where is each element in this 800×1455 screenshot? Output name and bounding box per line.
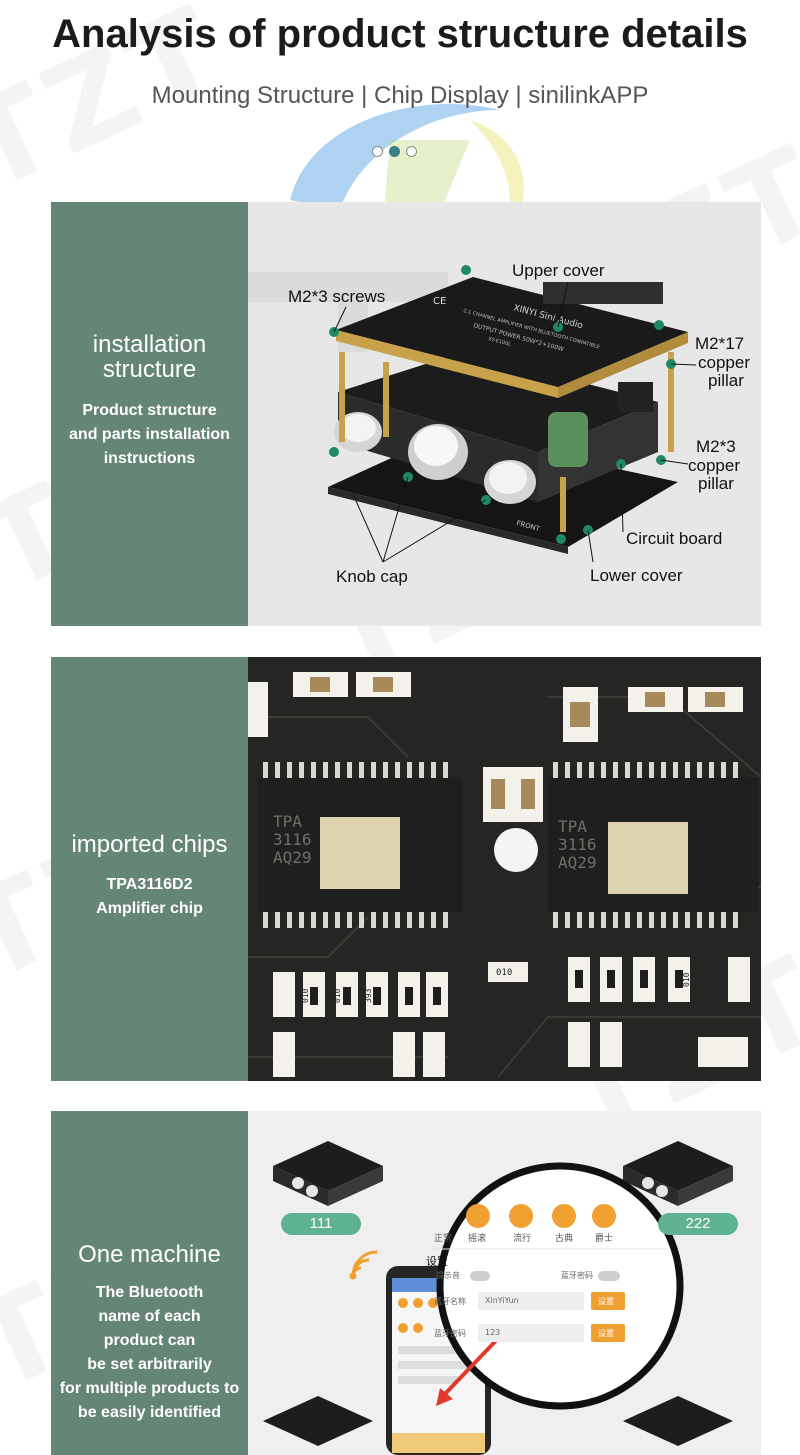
- chips-desc-line1: TPA3116D2: [106, 876, 193, 893]
- resistor-label-5: 010: [682, 972, 691, 987]
- bt-name-field[interactable]: [478, 1292, 584, 1310]
- knob-cap-left: [334, 412, 382, 452]
- carousel-dot-active[interactable]: [389, 146, 400, 157]
- page-subtitle: Mounting Structure | Chip Display | sini…: [151, 82, 649, 109]
- installation-section: installation structure Product structure…: [51, 202, 761, 626]
- bt-password-toggle[interactable]: [598, 1271, 620, 1281]
- label-pillar17-line1: M2*17: [695, 334, 745, 353]
- app-desc-line4: be set arbitrarily: [87, 1356, 212, 1373]
- chips-desc-line2: Amplifier chip: [96, 900, 203, 917]
- exploded-board-illustration: XINYI Sini Audio 2.1 CHANNEL AMPLIFIER W…: [248, 265, 697, 563]
- eq-mode-icons: [466, 1204, 616, 1228]
- resistor-label-2: 010: [333, 988, 342, 1003]
- chip-right-line2: 3116: [558, 835, 597, 854]
- resistor-label-3: 393: [364, 988, 373, 1003]
- wireless-signal-icon: [349, 1250, 378, 1280]
- device-label-111: 111: [281, 1213, 361, 1235]
- label-pillar3-line2: copper: [688, 456, 740, 475]
- label-pillar17-line2: copper: [698, 353, 750, 372]
- label-circuit-board: Circuit board: [626, 529, 723, 548]
- set-button-1[interactable]: [591, 1292, 625, 1310]
- page-header: Analysis of product structure details Mo…: [0, 0, 800, 260]
- label-pillar3-line1: M2*3: [696, 437, 736, 456]
- set-button-2[interactable]: [591, 1324, 625, 1342]
- app-desc-line1: The Bluetooth: [95, 1284, 204, 1301]
- mode-label-jazz: 爵士: [595, 1234, 614, 1244]
- chip-closeup-photo: TPA 3116 AQ29 TPA: [248, 657, 761, 1081]
- set-button-1-label[interactable]: 设置: [598, 1297, 614, 1306]
- app-illustration: 正常 摇滚 流行 古典 爵士 设置 提示音 蓝牙密码 蓝牙名称 XinYiYun…: [248, 1111, 761, 1455]
- page-title: Analysis of product structure details: [52, 12, 748, 56]
- installation-desc-line1: Product structure: [82, 402, 217, 419]
- chip-left-line2: 3116: [273, 830, 312, 849]
- chip-left-line1: TPA: [273, 812, 302, 831]
- knob-cap-right: [484, 460, 536, 504]
- amplifier-device-111: [273, 1141, 383, 1206]
- capacitor: [548, 412, 588, 467]
- board-model-text: XY-E100L: [487, 336, 511, 348]
- mode-label-rock: 摇滚: [468, 1234, 487, 1244]
- resistor-label-1: 010: [301, 988, 310, 1003]
- label-pillar3-line3: pillar: [698, 474, 734, 493]
- chip-right-line1: TPA: [558, 817, 587, 836]
- device-label-222: 222: [658, 1213, 738, 1235]
- installation-desc-line2: and parts installation: [69, 426, 230, 443]
- board-ce-text: CE: [433, 296, 446, 307]
- carousel-dot[interactable]: [406, 146, 417, 157]
- set-button-2-label[interactable]: 设置: [598, 1329, 614, 1338]
- mode-label-pop: 流行: [513, 1234, 532, 1244]
- magnifier-lens: [436, 1162, 684, 1410]
- carousel-dot[interactable]: [372, 146, 383, 157]
- exploded-view-diagram: XINYI Sini Audio 2.1 CHANNEL AMPLIFIER W…: [248, 202, 761, 626]
- prompt-tone-label: 提示音: [436, 1271, 460, 1280]
- chips-title: imported chips: [71, 831, 228, 858]
- bt-name-label: 蓝牙名称: [434, 1297, 466, 1306]
- label-screws: M2*3 screws: [288, 287, 386, 306]
- mode-label-classical: 古典: [555, 1234, 574, 1244]
- bt-password-field[interactable]: [478, 1324, 584, 1342]
- installation-title-line1: installation: [92, 331, 207, 358]
- devices-and-phone-illustration: [263, 1141, 733, 1455]
- tpa3116-chip-left: TPA 3116 AQ29: [258, 762, 463, 928]
- pwd-value: 123: [485, 1328, 501, 1337]
- mode-label-normal: 正常: [434, 1234, 453, 1244]
- bt-name-value: XinYiYun: [485, 1296, 519, 1305]
- carousel-indicator: [372, 146, 417, 157]
- pwd-label: 蓝牙密码: [434, 1329, 466, 1338]
- app-title: One machine: [78, 1241, 221, 1268]
- label-knob-cap: Knob cap: [336, 567, 408, 586]
- app-panel: One machine The Bluetooth name of each p…: [51, 1111, 248, 1455]
- chips-panel: imported chips TPA3116D2 Amplifier chip: [51, 657, 248, 1081]
- installation-title-line2: structure: [102, 356, 197, 383]
- chip-right-line3: AQ29: [558, 853, 597, 872]
- knob-cap-center: [408, 424, 468, 480]
- bt-password-toggle-label: 蓝牙密码: [561, 1271, 593, 1280]
- settings-title: 设置: [426, 1255, 448, 1268]
- prompt-tone-toggle[interactable]: [470, 1271, 490, 1281]
- pcb-illustration: TPA 3116 AQ29 TPA: [248, 672, 761, 1078]
- app-desc-line5: for multiple products to: [59, 1380, 240, 1397]
- chip-left-line3: AQ29: [273, 848, 312, 867]
- installation-desc-line3: instructions: [103, 450, 196, 467]
- label-lower-cover: Lower cover: [590, 566, 683, 585]
- app-desc-line2: name of each: [98, 1308, 201, 1325]
- app-desc-line6: be easily identified: [77, 1404, 222, 1421]
- label-upper-cover: Upper cover: [512, 261, 605, 280]
- resistor-label-4: 010: [496, 968, 512, 978]
- app-section: One machine The Bluetooth name of each p…: [51, 1111, 761, 1455]
- amplifier-device-222: [623, 1141, 733, 1206]
- chips-section: imported chips TPA3116D2 Amplifier chip: [51, 657, 761, 1081]
- tpa3116-chip-right: TPA 3116 AQ29: [548, 762, 758, 928]
- app-desc-line3: product can: [103, 1332, 196, 1349]
- installation-panel: installation structure Product structure…: [51, 202, 248, 626]
- label-pillar17-line3: pillar: [708, 371, 744, 390]
